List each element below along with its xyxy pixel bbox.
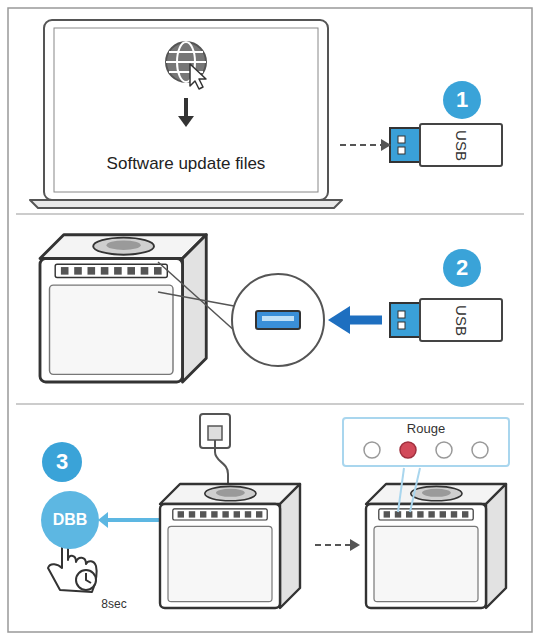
node-text: DBB: [53, 511, 88, 529]
callout-number: 3: [56, 449, 68, 475]
node-text: Software update files: [107, 154, 266, 174]
node-text: USB: [453, 305, 470, 336]
node-text: Rouge: [407, 421, 445, 436]
flow-arrow: [340, 139, 391, 151]
callout-number: 1: [456, 87, 468, 113]
laptop-screen: Software update files: [61, 142, 311, 178]
dbb-button: DBB: [41, 491, 99, 549]
node-text: USB: [453, 130, 470, 161]
callout-number: 2: [456, 255, 468, 281]
usb-stick: USB: [419, 123, 503, 167]
usb-stick: USB: [419, 298, 503, 342]
led-callout: Rouge: [342, 417, 510, 467]
time-label: 8sec: [101, 597, 126, 611]
